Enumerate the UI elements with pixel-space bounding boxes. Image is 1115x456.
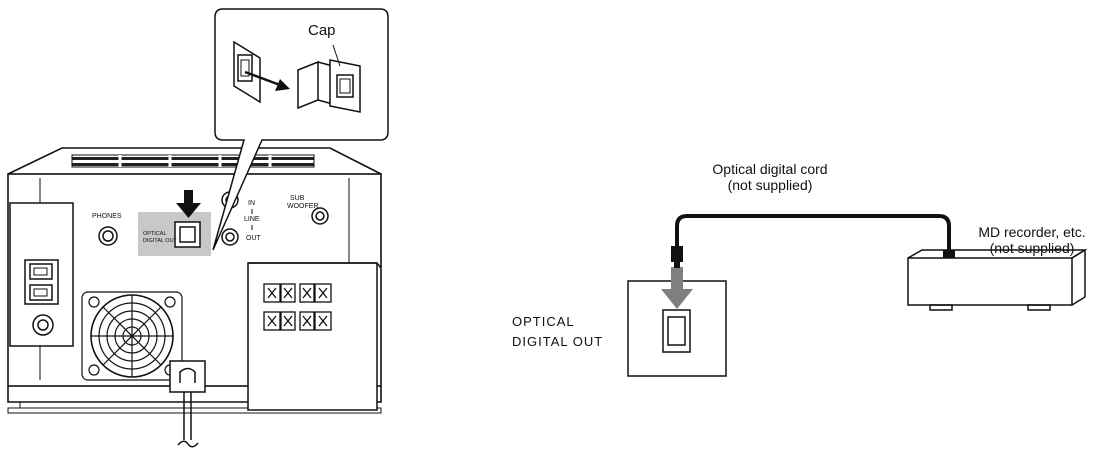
fan-grill xyxy=(81,291,183,381)
speaker-terminal-block xyxy=(247,262,382,411)
cord-label: Optical digital cord (not supplied) xyxy=(700,161,840,193)
subwoofer-label-line2: WOOFER xyxy=(287,203,319,210)
cap-inset-callout xyxy=(212,8,389,251)
line-out-label: OUT xyxy=(246,235,262,242)
optical-label-line2: DIGITAL OUT xyxy=(143,238,178,244)
jack-label-line2: DIGITAL OUT xyxy=(512,333,604,349)
power-cord xyxy=(169,360,206,448)
phones-label: PHONES xyxy=(92,213,122,220)
phones-jack xyxy=(98,226,118,246)
cord-label-line2: (not supplied) xyxy=(727,177,813,194)
connect-arrow-icon xyxy=(661,267,693,309)
side-terminal-panel xyxy=(9,202,74,347)
top-vents xyxy=(71,154,315,168)
subwoofer-jack xyxy=(311,207,329,225)
line-in-label: IN xyxy=(248,200,255,207)
subwoofer-label-line1: SUB xyxy=(290,195,305,202)
insert-arrow-icon xyxy=(176,190,201,218)
line-label: LINE xyxy=(244,216,260,223)
md-recorder xyxy=(907,249,1088,311)
cord-label-line1: Optical digital cord xyxy=(712,161,828,177)
optical-cord xyxy=(671,214,955,268)
recorder-label-line1: MD recorder, etc. xyxy=(978,224,1086,240)
optical-jack-left xyxy=(174,221,201,248)
recorder-label: MD recorder, etc. (not supplied) xyxy=(957,224,1107,256)
cap-label: Cap xyxy=(308,22,336,39)
optical-label-line1: OPTICAL xyxy=(143,231,167,237)
optical-digital-out-label: OPTICAL DIGITAL OUT xyxy=(512,312,603,351)
jack-label-line1: OPTICAL xyxy=(512,314,575,329)
recorder-label-line2: (not supplied) xyxy=(989,240,1075,257)
